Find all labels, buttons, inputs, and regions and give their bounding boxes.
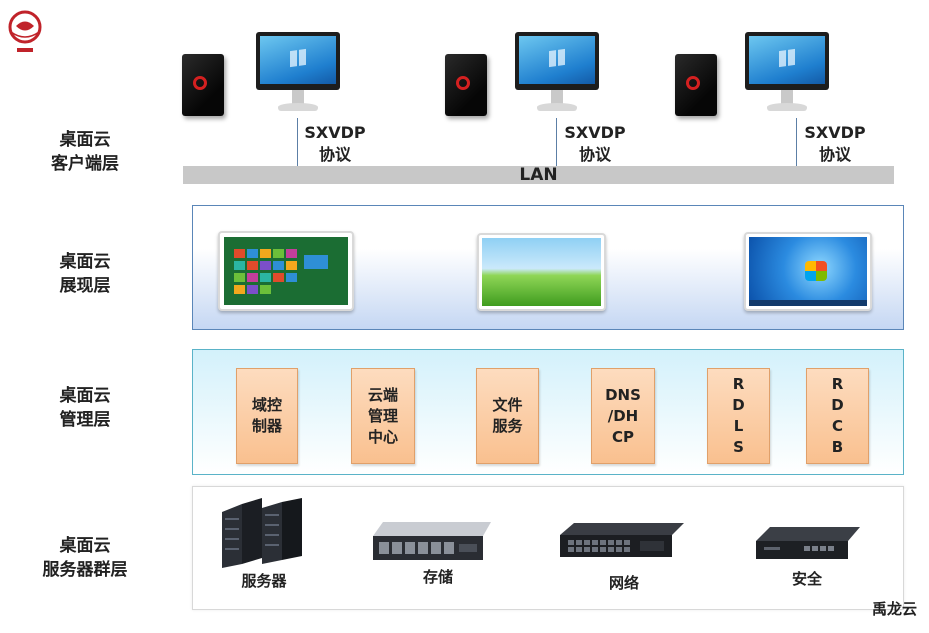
storage-rack-icon bbox=[373, 522, 491, 560]
network-switch-icon bbox=[560, 523, 684, 557]
module-rdcb: R D C B bbox=[806, 368, 869, 464]
lan-label: LAN bbox=[519, 165, 558, 185]
layer-label-management-line2: 管理层 bbox=[59, 410, 111, 430]
connector-line bbox=[796, 118, 797, 166]
lan-bar: LAN bbox=[183, 165, 894, 185]
layer-label-presentation-line2: 展现层 bbox=[59, 276, 111, 296]
management-layer-box bbox=[192, 349, 904, 475]
windows-7-desktop-icon bbox=[744, 232, 872, 311]
protocol-label: SXVDP 协议 bbox=[295, 122, 375, 166]
module-label: R D L S bbox=[732, 375, 745, 456]
layer-label-server-line1: 桌面云 bbox=[59, 536, 111, 556]
layer-label-management: 桌面云 管理层 bbox=[30, 384, 140, 432]
security-appliance-icon bbox=[756, 527, 860, 559]
module-label: R D C B bbox=[831, 375, 844, 456]
brand-seal-icon bbox=[8, 10, 42, 52]
module-label: DNS /DH CP bbox=[605, 385, 641, 446]
module-cloud-management-center: 云端 管理 中心 bbox=[351, 368, 415, 464]
protocol-sub: 协议 bbox=[318, 145, 351, 164]
module-label: 域控 制器 bbox=[251, 396, 282, 435]
layer-label-client-line2: 客户端层 bbox=[51, 154, 119, 174]
module-domain-controller: 域控 制器 bbox=[236, 368, 298, 464]
layer-label-presentation-line1: 桌面云 bbox=[59, 252, 111, 272]
protocol-name: SXVDP bbox=[304, 123, 366, 142]
thin-client-icon bbox=[445, 54, 487, 116]
protocol-name: SXVDP bbox=[804, 123, 866, 142]
monitor-icon bbox=[745, 32, 829, 114]
layer-label-client: 桌面云 客户端层 bbox=[30, 128, 140, 176]
protocol-label: SXVDP 协议 bbox=[555, 122, 635, 166]
windows-8-start-screen-icon bbox=[218, 231, 354, 311]
meadow-wallpaper-icon bbox=[477, 233, 606, 311]
protocol-label: SXVDP 协议 bbox=[795, 122, 875, 166]
layer-label-presentation: 桌面云 展现层 bbox=[30, 250, 140, 298]
connector-line bbox=[556, 118, 557, 166]
module-file-service: 文件 服务 bbox=[476, 368, 539, 464]
connector-line bbox=[297, 118, 298, 166]
server-label: 服务器 bbox=[241, 572, 287, 590]
module-rdls: R D L S bbox=[707, 368, 770, 464]
protocol-sub: 协议 bbox=[818, 145, 851, 164]
protocol-sub: 协议 bbox=[578, 145, 611, 164]
storage-label: 存储 bbox=[422, 568, 453, 586]
layer-label-server: 桌面云 服务器群层 bbox=[30, 534, 140, 582]
server-cluster-icon bbox=[222, 498, 302, 568]
layer-label-management-line1: 桌面云 bbox=[59, 386, 111, 406]
thin-client-icon bbox=[182, 54, 224, 116]
module-label: 云端 管理 中心 bbox=[367, 385, 398, 446]
watermark-text: 禹龙云 bbox=[871, 600, 917, 618]
network-label: 网络 bbox=[608, 574, 639, 592]
layer-label-client-line1: 桌面云 bbox=[59, 130, 111, 150]
security-label: 安全 bbox=[791, 570, 822, 588]
monitor-icon bbox=[515, 32, 599, 114]
module-dns-dhcp: DNS /DH CP bbox=[591, 368, 655, 464]
thin-client-icon bbox=[675, 54, 717, 116]
monitor-icon bbox=[256, 32, 340, 114]
module-label: 文件 服务 bbox=[492, 396, 523, 435]
protocol-name: SXVDP bbox=[564, 123, 626, 142]
layer-label-server-line2: 服务器群层 bbox=[42, 560, 128, 580]
